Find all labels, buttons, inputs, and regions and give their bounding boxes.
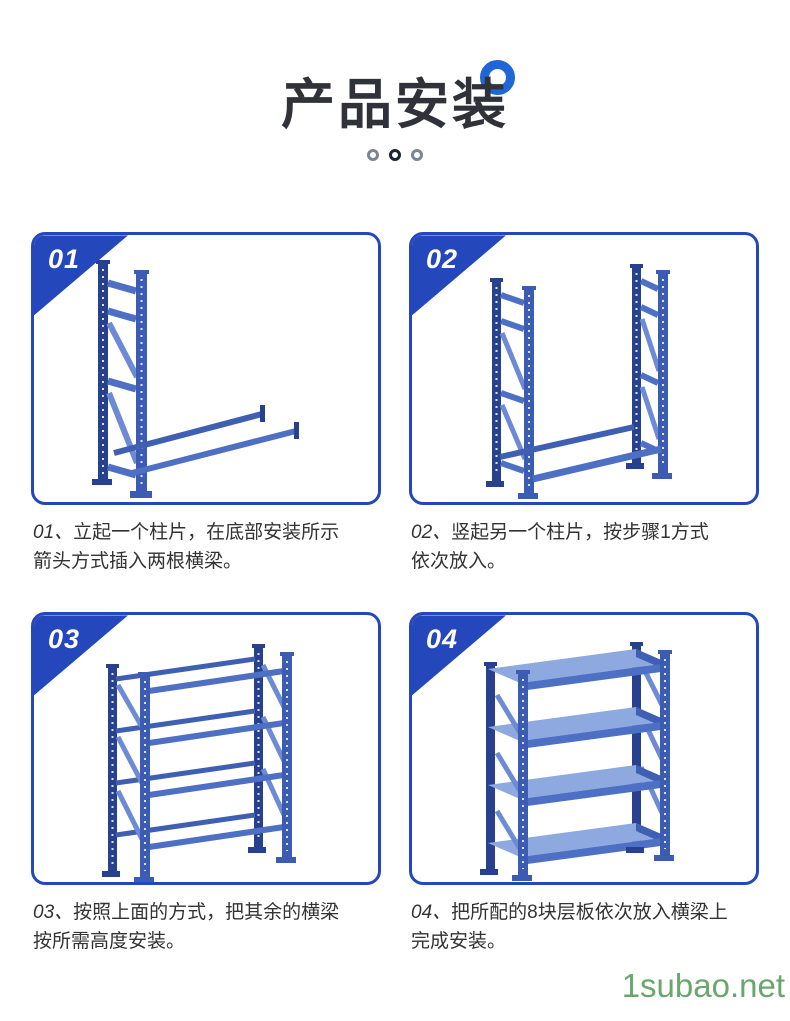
upright-frame [92, 260, 152, 499]
front-posts [102, 652, 296, 883]
title-wrap: 产品安装 [281, 60, 515, 135]
front-beams [148, 668, 285, 851]
illustration-two-uprights-icon [486, 264, 672, 500]
front-posts-and-braces [480, 650, 674, 882]
step-card-04: 04 [409, 612, 759, 992]
back-posts [106, 644, 265, 872]
base-beams [499, 424, 662, 483]
shelf-panels [488, 649, 668, 866]
caption-line: 立起一个柱片，在底部安装所示 [73, 522, 340, 544]
step-03-number: 03 [48, 624, 81, 655]
step-01-number: 01 [48, 244, 81, 275]
step-04-caption: 04、把所配的8块层板依次放入横梁上 完成安装。 [411, 898, 759, 956]
caption-number: 02、 [411, 522, 452, 544]
step-card-03: 03 [31, 612, 381, 992]
illustration-frame-all-beams-icon [102, 644, 296, 883]
step-card-02: 02 [409, 232, 759, 612]
caption-line: 完成安装。 [411, 931, 507, 953]
caption-number: 03、 [33, 902, 74, 924]
step-02-frame: 02 [409, 232, 759, 506]
caption-line: 把所配的8块层板依次放入横梁上 [451, 902, 728, 924]
illustration-finished-rack-icon [480, 642, 674, 882]
loose-beams [113, 405, 299, 477]
carousel-dots [0, 149, 790, 162]
step-02-number: 02 [426, 244, 459, 275]
step-02-caption: 02、竖起另一个柱片，按步骤1方式 依次放入。 [411, 518, 759, 576]
caption-number: 04、 [411, 902, 452, 924]
steps-grid: 01 [31, 232, 759, 992]
illustration-upright-with-beams-icon [92, 260, 299, 499]
step-03-caption: 03、按照上面的方式，把其余的横梁 按所需高度安装。 [33, 898, 381, 956]
header: 产品安装 [0, 0, 790, 162]
right-upright [626, 264, 672, 480]
carousel-dot[interactable] [367, 149, 379, 162]
caption-number: 01、 [33, 522, 74, 544]
step-03-frame: 03 [31, 612, 381, 886]
caption-line: 竖起另一个柱片，按步骤1方式 [451, 522, 709, 544]
step-01-caption: 01、立起一个柱片，在底部安装所示 箭头方式插入两根横梁。 [33, 518, 381, 576]
carousel-dot[interactable] [411, 149, 423, 162]
carousel-dot[interactable] [389, 149, 401, 162]
caption-line: 依次放入。 [411, 551, 507, 573]
caption-line: 箭头方式插入两根横梁。 [33, 551, 243, 573]
left-upright [486, 278, 538, 500]
ring-decoration-icon [480, 60, 515, 95]
watermark: 1subao.net [621, 967, 785, 1004]
page-title: 产品安装 [281, 75, 509, 135]
step-01-frame: 01 [31, 232, 381, 506]
step-card-01: 01 [31, 232, 381, 612]
step-04-number: 04 [426, 624, 459, 655]
caption-line: 按所需高度安装。 [33, 931, 186, 953]
step-04-frame: 04 [409, 612, 759, 886]
caption-line: 按照上面的方式，把其余的横梁 [73, 902, 340, 924]
